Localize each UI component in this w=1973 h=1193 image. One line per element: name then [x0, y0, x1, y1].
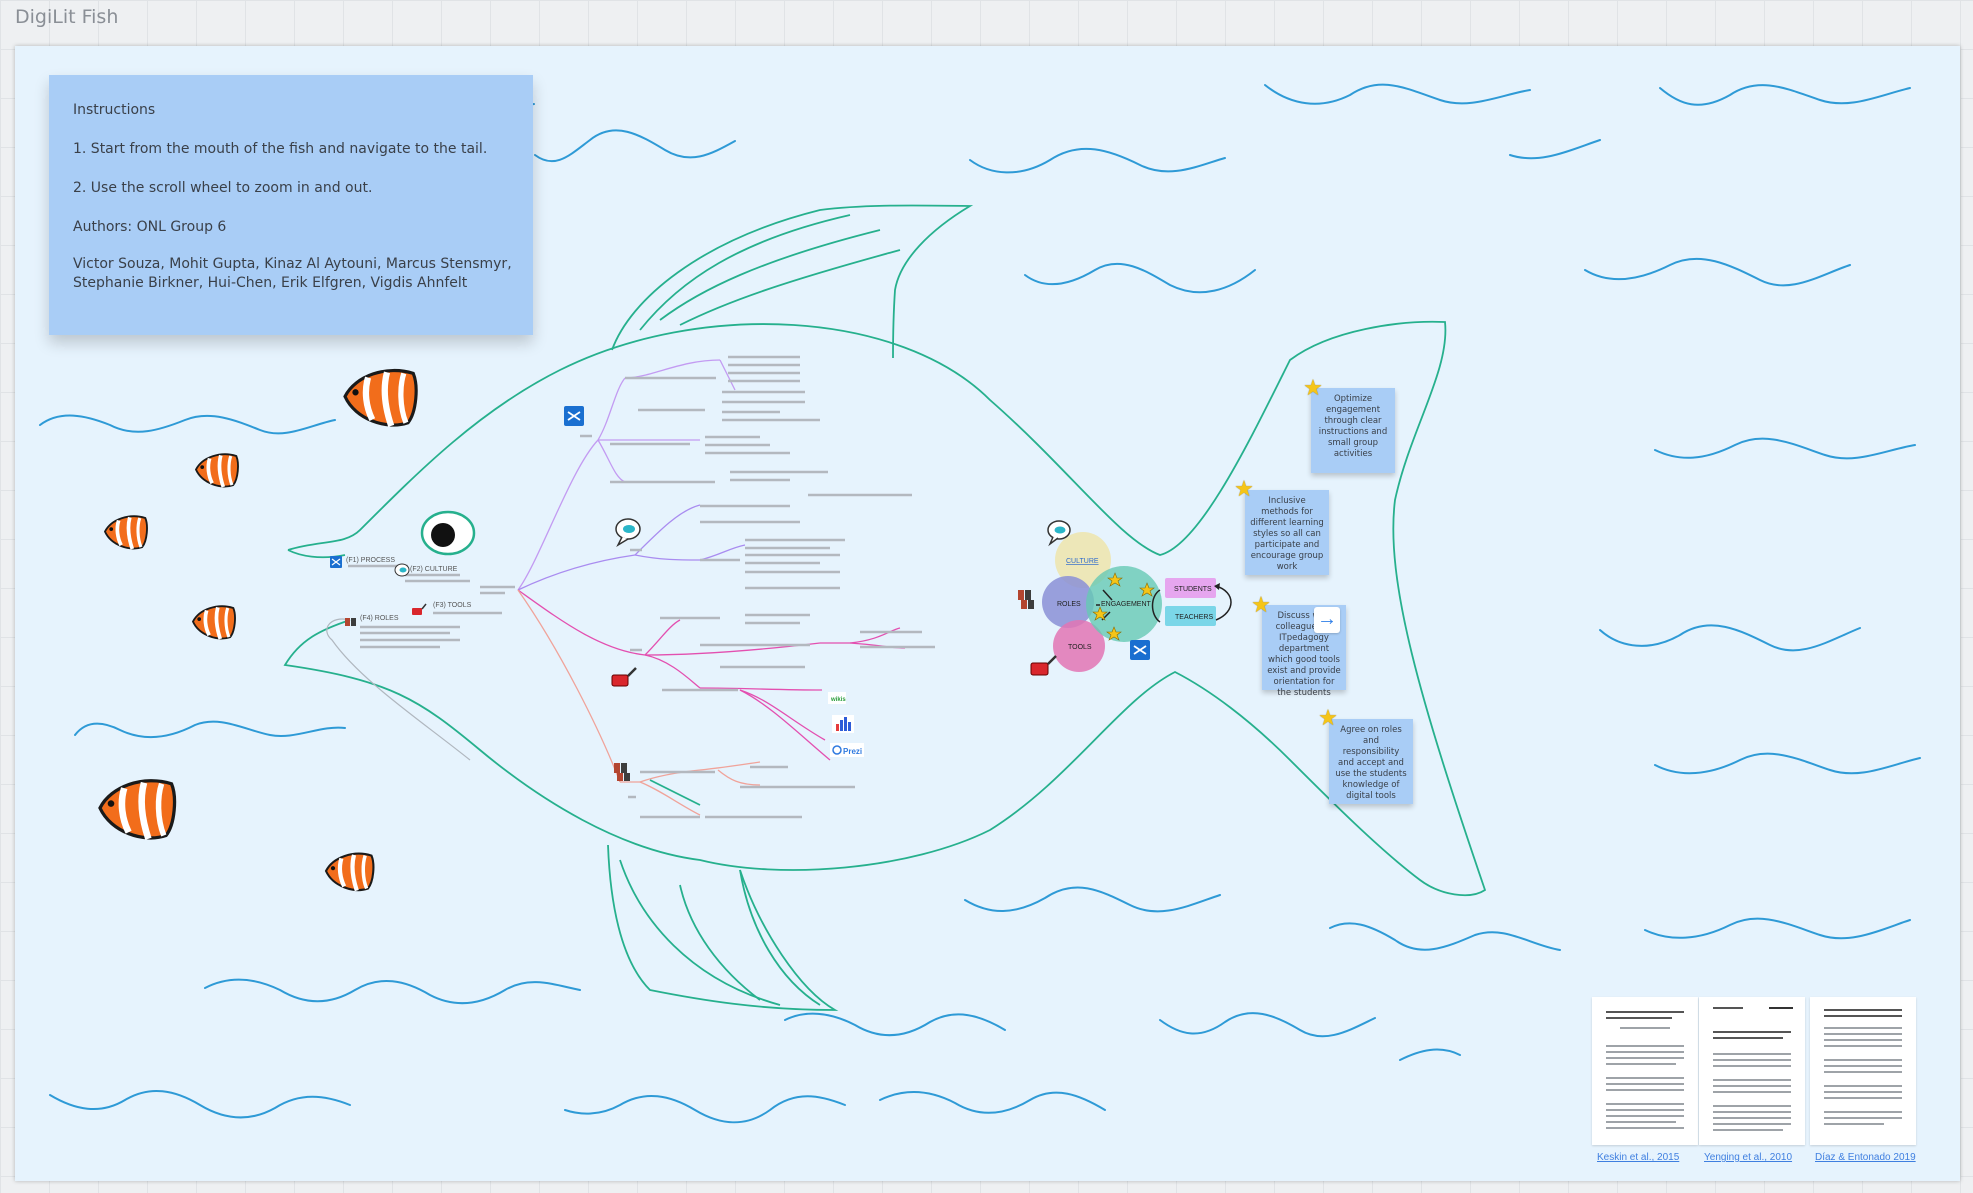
people-icon	[1018, 590, 1034, 609]
arrow-right-icon[interactable]: →	[1314, 607, 1340, 633]
clownfish-icon	[345, 371, 416, 426]
fish-body	[283, 320, 1487, 897]
mindmap-label-culture: (F2) CULTURE	[410, 566, 458, 573]
star-icon: ★	[1318, 705, 1338, 730]
shuffle-icon	[330, 556, 342, 568]
instructions-step-1: 1. Start from the mouth of the fish and …	[73, 141, 488, 157]
sticky-text: Agree on roles and responsibility and ac…	[1335, 725, 1407, 801]
fish-dorsal-fin	[611, 204, 974, 359]
fish-outline	[283, 204, 1487, 1011]
star-icon: ★	[1251, 592, 1271, 617]
diagram-tools: TOOLS	[1068, 644, 1092, 651]
sticky-text: Inclusive methods for different learning…	[1250, 496, 1324, 572]
reference-paper[interactable]	[1699, 997, 1805, 1145]
fish-eye	[420, 510, 476, 556]
toolbox-icon	[412, 603, 427, 615]
mindmap-branches	[517, 359, 906, 816]
star-icon: ★	[1303, 375, 1323, 400]
star-icon	[1092, 572, 1155, 641]
authors-line-2: Stephanie Birkner, Hui-Chen, Erik Elfgre…	[73, 275, 468, 291]
svg-text:wikis: wikis	[830, 697, 846, 703]
svg-text:Prezi: Prezi	[843, 747, 862, 756]
mindmap-label-roles: (F4) ROLES	[360, 615, 399, 622]
chat-bubble-icon	[1047, 520, 1071, 547]
shuffle-icon	[564, 406, 584, 426]
reference-link[interactable]: Yenging et al., 2010	[1704, 1152, 1793, 1163]
instructions-note[interactable]: Instructions 1. Start from the mouth of …	[49, 75, 533, 335]
chart-logo	[832, 715, 854, 733]
sticky-text: Optimize engagement through clear instru…	[1318, 394, 1388, 459]
clownfish-icon	[103, 514, 149, 551]
authors-label: Authors: ONL Group 6	[73, 219, 227, 235]
star-icon: ★	[1234, 476, 1254, 501]
toolbox-icon	[611, 667, 637, 687]
people-icon	[345, 618, 356, 626]
fish-bottom-fin	[607, 844, 839, 1011]
diagram-teachers: TEACHERS	[1175, 614, 1213, 621]
fish-gill	[326, 618, 471, 761]
chat-bubble-icon	[394, 563, 410, 577]
sticky-note[interactable]: Agree on roles and responsibility and ac…	[1329, 719, 1413, 804]
clownfish-icon	[100, 781, 174, 839]
wiki-logo: wikis	[828, 692, 846, 704]
board-title: DigiLit Fish	[15, 6, 119, 28]
diagram-culture: CULTURE	[1066, 558, 1099, 565]
mindmap-label-process: (F1) PROCESS	[346, 557, 395, 564]
sticky-note[interactable]: Inclusive methods for different learning…	[1245, 490, 1329, 575]
reference-paper[interactable]	[1592, 997, 1698, 1145]
prezi-logo: Prezi	[830, 743, 864, 757]
reference-link[interactable]: Keskin et al., 2015	[1597, 1152, 1680, 1163]
shuffle-icon	[1130, 640, 1150, 660]
chat-bubble-icon	[615, 518, 641, 547]
sticky-note[interactable]: Optimize engagement through clear instru…	[1311, 388, 1395, 473]
reference-link[interactable]: Díaz & Entonado 2019	[1815, 1152, 1916, 1163]
engagement-diagram: CULTURE ROLES ENGAGEMENT TOOLS STUDENTS …	[1042, 532, 1232, 672]
authors-line-1: Victor Souza, Mohit Gupta, Kinaz Al Ayto…	[73, 256, 512, 272]
people-icon	[614, 763, 630, 781]
instructions-step-2: 2. Use the scroll wheel to zoom in and o…	[73, 180, 373, 196]
clownfish-icon	[194, 452, 240, 489]
mindmap-label-tools: (F3) TOOLS	[433, 602, 472, 609]
instructions-heading: Instructions	[73, 102, 156, 118]
diagram-roles: ROLES	[1057, 601, 1081, 608]
authors-list: Victor Souza, Mohit Gupta, Kinaz Al Ayto…	[73, 255, 533, 293]
diagram-engagement: ENGAGEMENT	[1101, 601, 1152, 608]
mindmap-text-lines	[348, 355, 935, 819]
clownfish-icon	[191, 604, 237, 641]
toolbox-icon	[1030, 655, 1057, 676]
reference-paper[interactable]	[1810, 997, 1916, 1145]
clownfish-icon	[326, 854, 373, 891]
diagram-students: STUDENTS	[1174, 586, 1212, 593]
sticky-text: Discuss with colleagues at ITpedagogy de…	[1267, 611, 1341, 698]
